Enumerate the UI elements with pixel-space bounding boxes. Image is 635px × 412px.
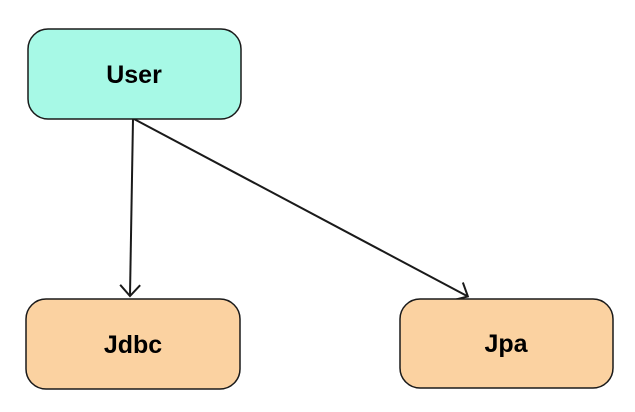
node-jpa-shape bbox=[399, 298, 614, 389]
node-user: User bbox=[27, 28, 242, 120]
edge-user-jdbc bbox=[119, 118, 141, 298]
node-user-shape bbox=[27, 28, 242, 120]
node-jpa-label: Jpa bbox=[484, 330, 528, 358]
edge-user-jpa bbox=[133, 118, 470, 302]
node-user-label: User bbox=[106, 61, 162, 89]
node-jdbc-label: Jdbc bbox=[104, 331, 162, 359]
node-jdbc-shape bbox=[25, 298, 241, 390]
edges-layer bbox=[119, 118, 470, 302]
node-jpa: Jpa bbox=[399, 298, 614, 389]
node-jdbc: Jdbc bbox=[25, 298, 241, 390]
